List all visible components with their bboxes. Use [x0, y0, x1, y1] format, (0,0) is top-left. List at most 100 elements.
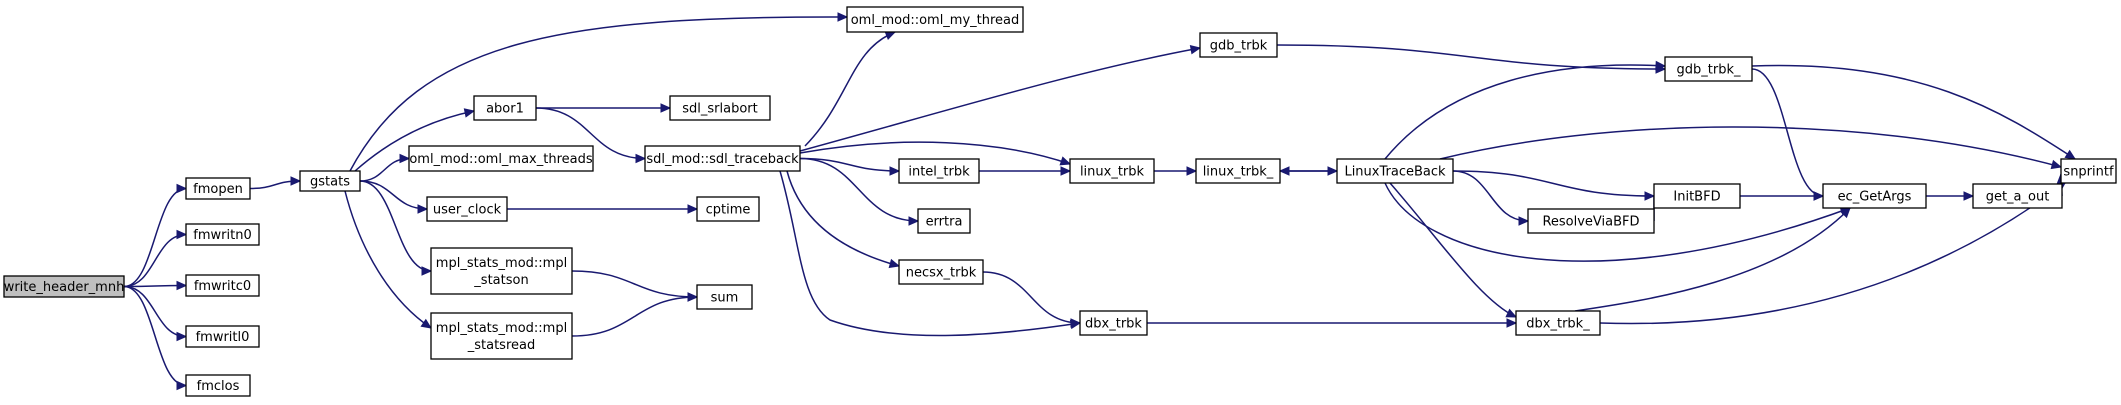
edge-sdl_traceback-to-dbx_trbk	[779, 170, 1082, 337]
node-box	[846, 6, 1024, 33]
edge-line	[804, 31, 896, 147]
node-write_header_mnh[interactable]: write_header_mnh	[3, 275, 125, 298]
node-fmwritl0[interactable]: fmwritl0	[185, 325, 260, 348]
edge-necsx_trbk-to-dbx_trbk	[982, 271, 1082, 328]
node-sdl_srlabort[interactable]: sdl_srlabort	[669, 95, 771, 121]
node-abor1[interactable]: abor1	[473, 95, 537, 121]
node-intel_trbk[interactable]: intel_trbk	[898, 158, 980, 184]
edge-line	[1452, 170, 1655, 197]
node-fmwritn0[interactable]: fmwritn0	[185, 223, 260, 246]
edge-write_header_mnh-to-fmclos	[123, 285, 188, 391]
node-box	[644, 145, 801, 172]
node-necsx_trbk[interactable]: necsx_trbk	[898, 259, 984, 285]
node-cptime[interactable]: cptime	[696, 196, 760, 222]
node-label: InitBFD	[1673, 190, 1720, 205]
edge-arrowhead	[417, 204, 429, 214]
node-box	[1664, 56, 1753, 82]
node-box	[917, 208, 971, 234]
edge-line	[1276, 44, 1666, 70]
node-box	[1972, 183, 2063, 209]
edge-arrowhead	[2050, 159, 2063, 170]
edge-line	[799, 47, 1201, 152]
node-errtra[interactable]: errtra	[917, 208, 971, 234]
edge-line	[799, 157, 919, 222]
node-fmwritc0[interactable]: fmwritc0	[185, 274, 260, 297]
edge-arrowhead	[1060, 166, 1072, 176]
node-mpl_statson[interactable]: mpl_stats_mod::mpl_statson	[430, 247, 573, 295]
edge-arrowhead	[2064, 149, 2077, 160]
node-mpl_statsread[interactable]: mpl_stats_mod::mpl_statsread	[430, 312, 573, 360]
node-label: fmwritc0	[194, 279, 251, 294]
node-label: dbx_trbk	[1085, 317, 1142, 332]
edge-abor1-to-sdl_traceback	[535, 107, 647, 164]
node-user_clock[interactable]: user_clock	[426, 196, 508, 222]
edge-gdb_trbk-to-gdb_trbk_	[1276, 44, 1667, 74]
node-label: fmwritn0	[193, 228, 251, 243]
edge-line	[354, 110, 475, 172]
edge-line	[123, 233, 187, 288]
node-box	[185, 274, 260, 297]
node-dbx_trbk_[interactable]: dbx_trbk_	[1515, 310, 1601, 336]
edge-arrowhead	[1070, 318, 1082, 328]
edge-linux_trbk-to-linux_trbk_	[1153, 166, 1198, 176]
node-box	[426, 196, 508, 222]
edge-line	[359, 180, 432, 272]
node-label: write_header_mnh	[4, 280, 125, 295]
node-ec_GetArgs[interactable]: ec_GetArgs	[1822, 183, 1927, 209]
node-box	[696, 284, 753, 310]
edge-arrowhead	[889, 166, 901, 176]
edge-arrowhead	[908, 216, 920, 226]
edge-arrowhead	[687, 292, 699, 302]
node-oml_my_thread[interactable]: oml_mod::oml_my_thread	[846, 6, 1024, 33]
edge-InitBFD-to-ec_GetArgs	[1740, 191, 1825, 201]
node-fmclos[interactable]: fmclos	[185, 374, 251, 397]
node-box	[696, 196, 760, 222]
node-oml_max_threads[interactable]: oml_mod::oml_max_threads	[408, 145, 594, 172]
edge-line	[359, 180, 428, 210]
node-box	[3, 275, 125, 298]
node-box	[1515, 310, 1601, 336]
edge-arrowhead	[888, 258, 901, 269]
node-ResolveViaBFD[interactable]: ResolveViaBFD	[1527, 208, 1655, 234]
node-gdb_trbk[interactable]: gdb_trbk	[1199, 32, 1278, 58]
node-label: sum	[711, 291, 739, 306]
edge-arrowhead	[421, 266, 433, 276]
edge-line	[982, 271, 1081, 324]
node-dbx_trbk[interactable]: dbx_trbk	[1079, 310, 1148, 336]
edge-line	[799, 157, 900, 172]
node-fmopen[interactable]: fmopen	[185, 177, 251, 200]
node-label: ResolveViaBFD	[1542, 215, 1639, 230]
edge-arrowhead	[884, 31, 897, 40]
edge-line	[786, 170, 900, 267]
node-label: snprintf	[2063, 165, 2114, 180]
node-sum[interactable]: sum	[696, 284, 753, 310]
node-label: linux_trbk_	[1203, 165, 1274, 180]
node-LinuxTraceBack[interactable]: LinuxTraceBack	[1336, 158, 1454, 184]
node-linux_trbk[interactable]: linux_trbk	[1069, 158, 1155, 184]
node-label: gdb_trbk_	[1677, 63, 1741, 78]
node-get_a_out[interactable]: get_a_out	[1972, 183, 2063, 209]
edge-arrowhead	[1963, 191, 1975, 201]
node-linux_trbk_[interactable]: linux_trbk_	[1195, 158, 1281, 184]
node-gstats[interactable]: gstats	[299, 170, 361, 192]
node-InitBFD[interactable]: InitBFD	[1653, 183, 1741, 209]
node-label: gstats	[310, 175, 350, 190]
node-label: intel_trbk	[908, 165, 970, 180]
edge-gstats-to-abor1	[354, 108, 476, 172]
edge-gstats-to-oml_my_thread	[349, 12, 849, 172]
node-box	[898, 259, 984, 285]
edge-arrowhead	[176, 183, 188, 194]
edge-gstats-to-oml_max_threads	[359, 153, 411, 182]
edge-arrowhead	[687, 204, 699, 214]
edge-LinuxTraceBack-to-linux_trbk_	[1278, 166, 1337, 176]
node-box	[430, 312, 573, 360]
edge-arrowhead	[176, 380, 188, 391]
node-gdb_trbk_[interactable]: gdb_trbk_	[1664, 56, 1753, 82]
node-snprintf[interactable]: snprintf	[2060, 158, 2117, 184]
node-label: necsx_trbk	[906, 266, 977, 281]
node-label: LinuxTraceBack	[1344, 165, 1446, 180]
edge-LinuxTraceBack-to-InitBFD	[1452, 170, 1656, 201]
node-box	[669, 95, 771, 121]
node-sdl_traceback[interactable]: sdl_mod::sdl_traceback	[644, 145, 801, 172]
edge-arrowhead	[1278, 166, 1290, 176]
